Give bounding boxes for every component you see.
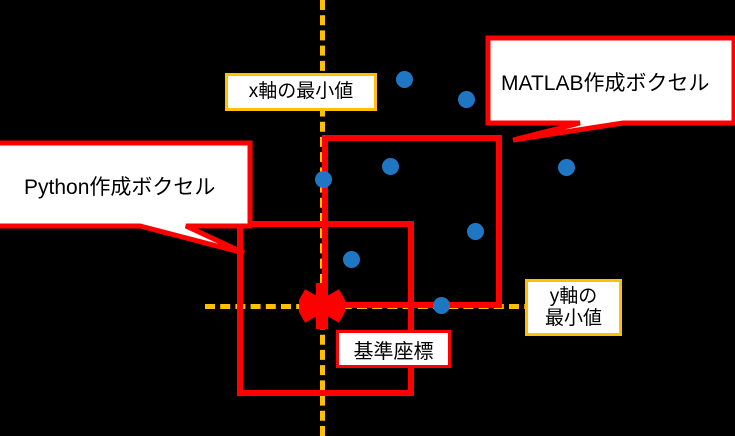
label-origin-coordinate-text: 基準座標 (353, 340, 434, 363)
label-x-axis-minimum: x軸の最小値 (225, 73, 377, 111)
data-point (458, 91, 475, 108)
data-point (343, 251, 360, 268)
data-point (396, 71, 413, 88)
label-origin-coordinate: 基準座標 (336, 330, 451, 368)
callout-matlab-voxel-text: MATLAB作成ボクセル (501, 72, 710, 95)
callout-python-voxel-text: Python作成ボクセル (24, 176, 216, 199)
data-point (467, 223, 484, 240)
label-y-axis-minimum: y軸の 最小値 (525, 279, 622, 336)
data-point (382, 158, 399, 175)
callout-matlab-voxel: MATLAB作成ボクセル (485, 35, 735, 145)
data-point (433, 297, 450, 314)
python-voxel-box (237, 221, 414, 396)
data-point (315, 171, 332, 188)
origin-star-marker (299, 283, 345, 329)
label-y-axis-minimum-line-1: y軸の (549, 285, 598, 307)
label-x-axis-minimum-line-1: x軸の最小値 (248, 81, 354, 103)
callout-python-voxel: Python作成ボクセル (0, 140, 254, 256)
data-point (558, 159, 575, 176)
label-y-axis-minimum-line-2: 最小値 (544, 307, 602, 329)
